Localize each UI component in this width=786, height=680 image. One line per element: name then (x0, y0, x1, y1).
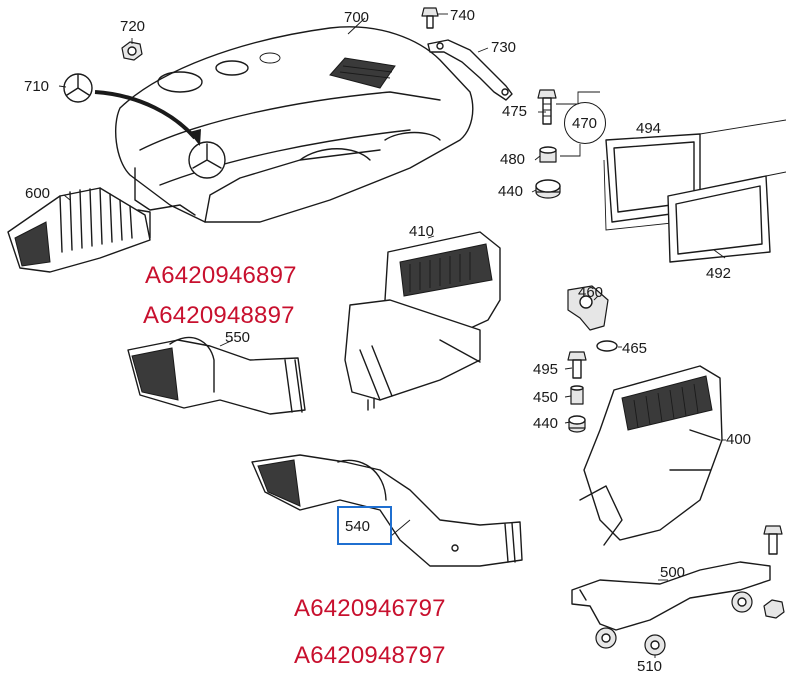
callout-465: 465 (622, 340, 648, 357)
air-duct-540 (251, 454, 523, 567)
nut-720 (121, 41, 143, 61)
bolt-500 (763, 525, 783, 555)
bracket-500 (571, 561, 771, 649)
filter-element-492 (667, 175, 771, 263)
air-duct-550 (127, 336, 306, 415)
callout-470: 470 (572, 115, 598, 132)
sensor-460 (567, 285, 609, 331)
callout-470-circle (564, 102, 606, 144)
callout-480: 480 (500, 151, 526, 168)
callout-440-top: 440 (498, 183, 524, 200)
air-box-410 (344, 231, 501, 411)
callout-494: 494 (636, 120, 662, 137)
callout-740: 740 (450, 7, 476, 24)
callout-500: 500 (660, 564, 686, 581)
callout-700: 700 (344, 9, 370, 26)
emblem-710 (63, 73, 93, 103)
mount-440-lower (568, 415, 586, 433)
callout-720: 720 (120, 18, 146, 35)
callout-410: 410 (409, 223, 435, 240)
callout-540: 540 (345, 518, 371, 535)
emblem-arrow (94, 90, 197, 140)
highlight-box-540 (337, 506, 392, 545)
bolt-495 (567, 351, 587, 379)
washer-510 (644, 634, 666, 656)
part-number-upper-1: A6420946897 (145, 262, 297, 289)
callout-510: 510 (637, 658, 663, 675)
callout-475: 475 (502, 103, 528, 120)
callout-440-lower: 440 (533, 415, 559, 432)
grommet-480 (539, 146, 557, 163)
part-number-lower-1: A6420946797 (294, 595, 446, 622)
nut-500 (763, 599, 785, 619)
engine-cover-700 (115, 26, 474, 223)
o-ring-465 (596, 340, 618, 352)
callout-600: 600 (25, 185, 51, 202)
callout-710: 710 (24, 78, 50, 95)
callout-400: 400 (726, 431, 752, 448)
callout-460: 460 (578, 284, 604, 301)
callout-730: 730 (491, 39, 517, 56)
callout-495: 495 (533, 361, 559, 378)
spacer-450 (570, 385, 584, 405)
bolt-740 (421, 7, 439, 29)
callout-550: 550 (225, 329, 251, 346)
air-duct-600 (7, 187, 151, 273)
bolt-475 (537, 89, 557, 125)
callout-492: 492 (706, 265, 732, 282)
bracket-730 (427, 39, 513, 101)
part-number-lower-2: A6420948797 (294, 642, 446, 669)
part-number-upper-2: A6420948897 (143, 302, 295, 329)
air-box-400 (579, 365, 723, 546)
callout-450: 450 (533, 389, 559, 406)
mount-440-top (535, 179, 561, 199)
